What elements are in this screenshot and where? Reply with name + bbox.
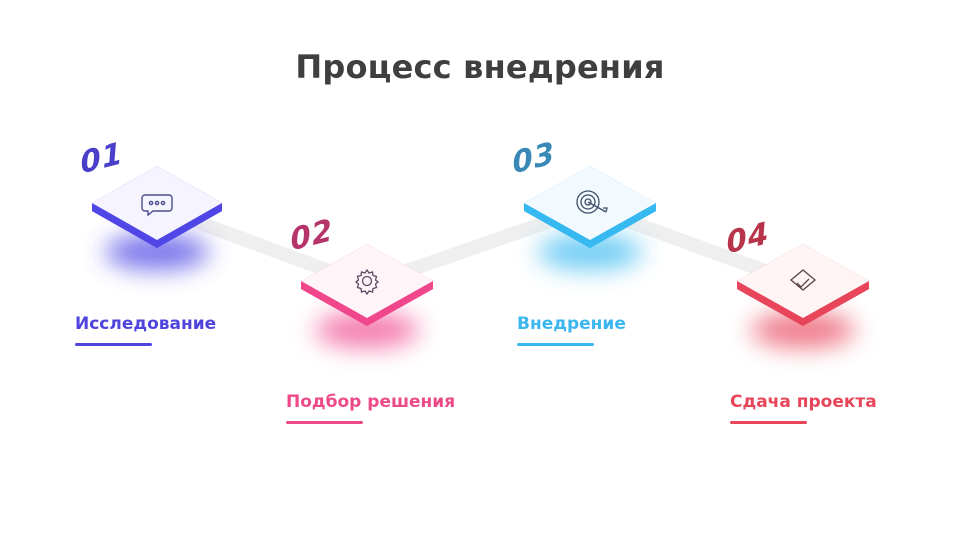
step-underline-2 [286,421,363,424]
step-tile-3 [524,166,656,270]
chat-bubble-icon [141,194,173,217]
checkmark-envelope-icon [789,269,817,291]
step-label-2: Подбор решения [286,392,456,412]
target-icon [576,190,608,214]
step-tile-2 [301,244,433,348]
step-underline-4 [730,421,807,424]
page-title: Процесс внедрения [295,48,665,86]
step-tile-1 [92,166,222,270]
gear-icon [354,268,380,296]
step-underline-3 [517,343,594,346]
connector-path [150,200,810,292]
step-label-4: Сдача проекта [730,392,877,412]
step-underline-1 [75,343,152,346]
step-label-1: Исследование [75,314,217,334]
step-label-3: Внедрение [517,314,626,334]
step-tile-4 [737,244,869,348]
